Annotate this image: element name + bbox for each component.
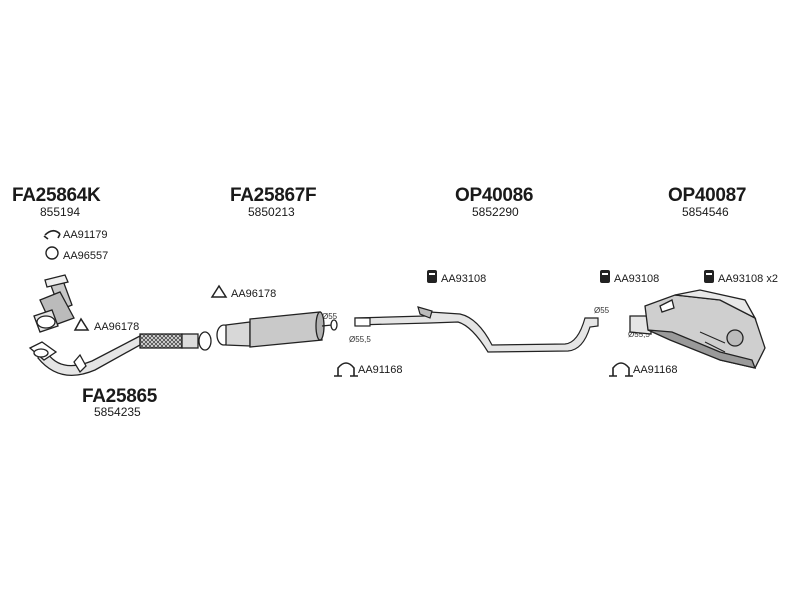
gasket-icon-aa96178-front[interactable] (73, 317, 90, 331)
accessory-label-aa91179[interactable]: AA91179 (63, 229, 108, 241)
accessory-label-aa96178-mid[interactable]: AA96178 (231, 288, 277, 300)
rubber-mount-icon-aa93108-mid[interactable] (427, 270, 437, 283)
rubber-mount-icon-aa93108-rear1[interactable] (600, 270, 610, 283)
ring-icon-aa96557[interactable] (45, 246, 59, 260)
accessory-label-aa96557[interactable]: AA96557 (63, 250, 109, 262)
dimension-label-d55-a: Ø55 (322, 312, 338, 321)
catalytic-converter-part[interactable] (33, 274, 75, 333)
clamp-icon-aa91168-rear[interactable] (609, 362, 633, 377)
part-number-5852290: 5852290 (472, 205, 519, 219)
part-code-fa25865[interactable]: FA25865 (82, 386, 158, 407)
accessory-label-aa91168-rear[interactable]: AA91168 (633, 364, 678, 376)
accessory-label-aa96178-front[interactable]: AA96178 (94, 321, 140, 333)
rear-silencer-part[interactable] (629, 289, 766, 369)
part-number-5854235: 5854235 (94, 405, 141, 419)
part-code-op40087[interactable]: OP40087 (668, 185, 747, 206)
middle-pipe-part[interactable] (354, 306, 599, 353)
part-number-855194: 855194 (40, 205, 81, 219)
dimension-label-d55-b: Ø55 (594, 306, 610, 315)
rubber-mount-icon-aa93108-rear2[interactable] (704, 270, 714, 283)
front-pipe-part[interactable] (28, 331, 212, 376)
part-number-5850213: 5850213 (248, 205, 295, 219)
accessory-label-aa93108-rear2[interactable]: AA93108 x2 (718, 273, 778, 285)
accessory-label-aa93108-mid[interactable]: AA93108 (441, 273, 487, 285)
accessory-label-aa93108-rear1[interactable]: AA93108 (614, 273, 660, 285)
intermediate-silencer-part[interactable] (216, 311, 338, 348)
dimension-label-d555-a: Ø55,5 (349, 335, 371, 344)
part-number-5854546: 5854546 (682, 205, 729, 219)
part-code-fa25864k[interactable]: FA25864K (12, 185, 101, 206)
part-code-fa25867f[interactable]: FA25867F (230, 185, 317, 206)
accessory-label-aa91168-mid[interactable]: AA91168 (358, 364, 403, 376)
dimension-label-d555-b: Ø55,5 (628, 330, 650, 339)
part-code-op40086[interactable]: OP40086 (455, 185, 534, 206)
clamp-icon-aa91179[interactable] (43, 229, 61, 240)
gasket-icon-aa96178-mid[interactable] (210, 284, 228, 298)
clamp-icon-aa91168-mid[interactable] (334, 362, 358, 377)
